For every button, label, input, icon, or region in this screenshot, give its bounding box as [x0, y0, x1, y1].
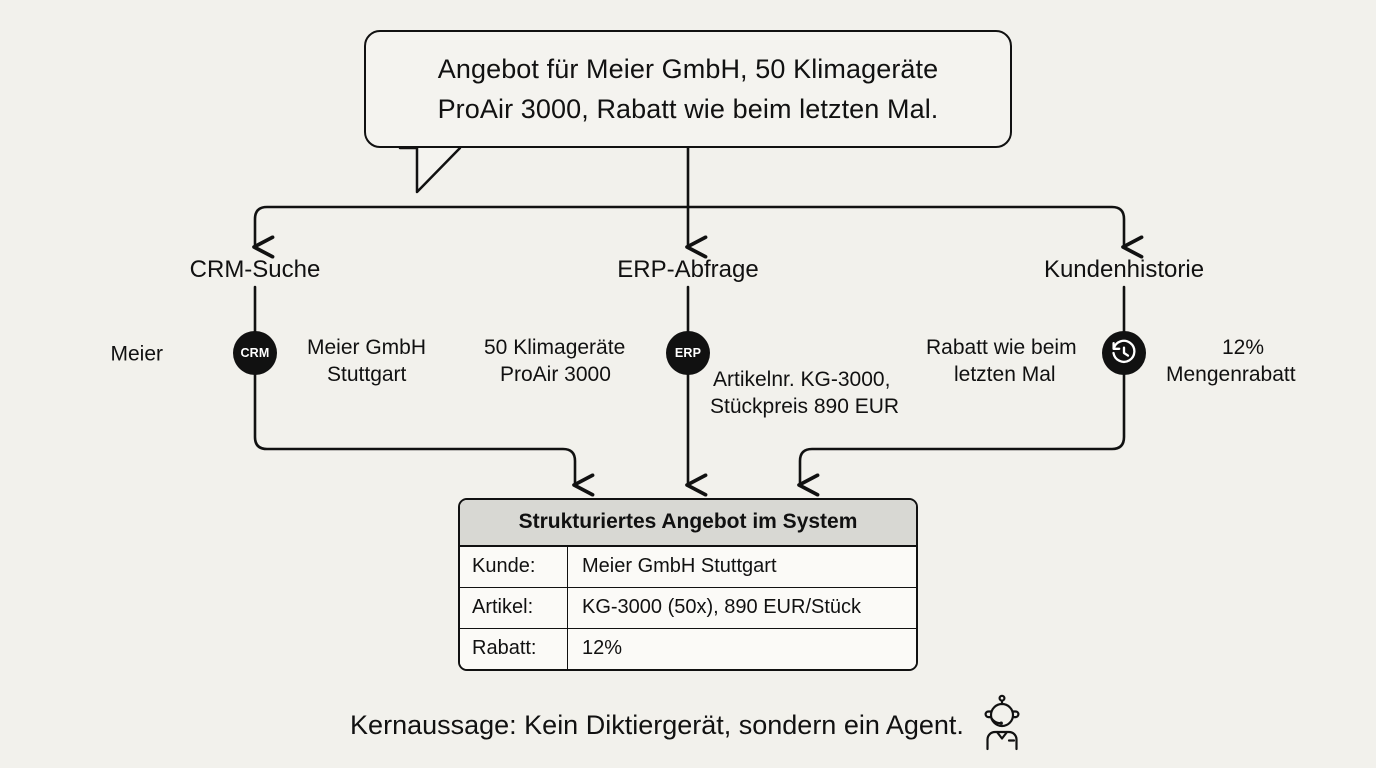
erp-badge-label: ERP [674, 345, 702, 360]
erp-badge-icon: ERP [666, 331, 710, 375]
crm-badge-icon: CRM [233, 331, 277, 375]
crm-output-line-1: Meier GmbH [307, 336, 427, 359]
table-row-key: Rabatt: [460, 629, 568, 669]
branch-title-kundenhistorie: Kundenhistorie [1043, 256, 1205, 283]
branch-title-erp-abfrage: ERP-Abfrage [617, 256, 759, 283]
prompt-speech-bubble: Angebot für Meier GmbH, 50 Klimageräte P… [364, 30, 1012, 148]
history-output-line-1: 12% [1222, 336, 1265, 359]
table-header: Strukturiertes Angebot im System [460, 500, 916, 547]
erp-output-line-1: Artikelnr. KG-3000, [713, 368, 891, 391]
crm-output-line-2: Stuttgart [327, 363, 407, 386]
crm-badge-label: CRM [240, 345, 270, 360]
crm-input-label: Meier [110, 342, 163, 366]
history-input-line-2: letzten Mal [954, 363, 1056, 386]
erp-input-line-1: 50 Klimageräte [484, 336, 626, 359]
table-row: Kunde: Meier GmbH Stuttgart [460, 547, 916, 588]
erp-input-line-2: ProAir 3000 [500, 363, 611, 386]
table-row-value: Meier GmbH Stuttgart [582, 555, 777, 577]
support-agent-robot-icon [978, 694, 1026, 757]
erp-output-line-2: Stückpreis 890 EUR [710, 395, 900, 418]
history-clock-icon [1102, 331, 1146, 375]
branch-title-crm-suche: CRM-Suche [189, 256, 321, 283]
table-row-value: KG-3000 (50x), 890 EUR/Stück [582, 596, 862, 618]
table-row-key: Kunde: [460, 547, 568, 587]
prompt-line-1: Angebot für Meier GmbH, 50 Klimageräte [437, 54, 939, 84]
table-row-value: 12% [582, 637, 623, 659]
caption-text: Kernaussage: Kein Diktiergerät, sondern … [350, 709, 964, 740]
prompt-line-2: ProAir 3000, Rabatt wie beim letzten Mal… [437, 94, 939, 124]
table-row-key: Artikel: [460, 588, 568, 628]
history-input-line-1: Rabatt wie beim [926, 336, 1077, 359]
structured-offer-table: Strukturiertes Angebot im System Kunde: … [458, 498, 918, 671]
caption-row: Kernaussage: Kein Diktiergerät, sondern … [0, 692, 1376, 757]
table-row: Rabatt: 12% [460, 629, 916, 669]
history-output-line-2: Mengenrabatt [1166, 363, 1296, 386]
table-row: Artikel: KG-3000 (50x), 890 EUR/Stück [460, 588, 916, 629]
